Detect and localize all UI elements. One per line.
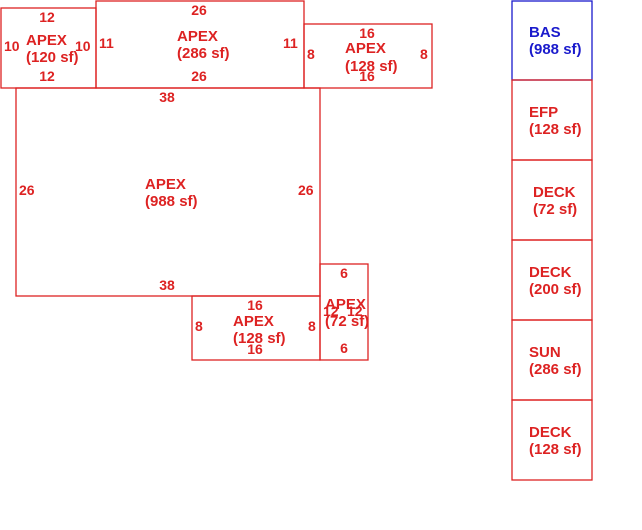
legend-item-sun[interactable]: SUN (286 sf)	[511, 319, 593, 401]
area-name: APEX	[177, 28, 218, 45]
dim-bottom: 12	[39, 68, 55, 84]
legend-item-bas[interactable]: BAS (988 sf)	[511, 0, 593, 81]
dim-left: 8	[195, 318, 203, 334]
dim-bottom: 38	[159, 277, 175, 293]
area-apex-286[interactable]: 26 26 11 11 APEX (286 sf)	[95, 0, 305, 89]
legend-name: DECK	[529, 264, 572, 281]
area-size: (120 sf)	[26, 49, 79, 66]
dim-bottom: 26	[191, 68, 207, 84]
legend-name: SUN	[529, 344, 561, 361]
area-size: (128 sf)	[233, 330, 286, 347]
area-size: (72 sf)	[325, 313, 369, 330]
legend-area: (128 sf)	[529, 441, 582, 458]
legend-item-deck-72[interactable]: DECK (72 sf)	[511, 159, 593, 241]
dim-top: 16	[359, 25, 375, 41]
area-size: (286 sf)	[177, 45, 230, 62]
legend-name: BAS	[529, 24, 561, 41]
dim-left: 11	[99, 35, 114, 51]
dim-left: 26	[19, 182, 35, 198]
dim-right: 8	[308, 318, 316, 334]
legend-box	[511, 399, 593, 481]
area-name: APEX	[26, 32, 67, 49]
dim-top: 38	[159, 89, 175, 105]
dim-right: 26	[298, 182, 314, 198]
dim-right: 8	[420, 46, 428, 62]
legend-item-efp[interactable]: EFP (128 sf)	[511, 79, 593, 161]
legend-name: DECK	[533, 184, 576, 201]
area-outline	[319, 263, 369, 361]
legend-name: DECK	[529, 424, 572, 441]
legend-area: (128 sf)	[529, 121, 582, 138]
dim-bottom: 16	[359, 68, 375, 84]
area-size: (128 sf)	[345, 58, 398, 75]
dim-bottom: 6	[340, 340, 348, 356]
legend-item-deck-200[interactable]: DECK (200 sf)	[511, 239, 593, 321]
legend-area: (988 sf)	[529, 41, 582, 58]
area-apex-72[interactable]: 6 6 12 12 APEX (72 sf)	[319, 263, 369, 361]
area-apex-120[interactable]: 12 12 10 10 APEX (120 sf)	[0, 7, 97, 89]
area-apex-988[interactable]: 38 38 26 26 APEX (988 sf)	[15, 87, 321, 297]
legend-area: (286 sf)	[529, 361, 582, 378]
area-apex-128-top[interactable]: 16 16 8 8 APEX (128 sf)	[303, 23, 433, 89]
area-name: APEX	[233, 313, 274, 330]
area-size: (988 sf)	[145, 193, 198, 210]
dim-right: 11	[283, 35, 298, 51]
dim-top: 6	[340, 265, 348, 281]
area-name: APEX	[345, 40, 386, 57]
dim-top: 26	[191, 2, 207, 18]
legend-area: (200 sf)	[529, 281, 582, 298]
area-outline	[303, 23, 433, 89]
dim-right: 10	[75, 38, 91, 54]
area-name: APEX	[145, 176, 186, 193]
legend-item-deck-128[interactable]: DECK (128 sf)	[511, 399, 593, 481]
dim-left: 8	[307, 46, 315, 62]
area-outline	[15, 87, 321, 297]
area-name: APEX	[325, 296, 366, 313]
dim-left: 10	[4, 38, 20, 54]
legend-area: (72 sf)	[533, 201, 577, 218]
dim-top: 16	[247, 297, 263, 313]
area-apex-128-bottom[interactable]: 16 16 8 8 APEX (128 sf)	[191, 295, 321, 361]
legend-name: EFP	[529, 104, 558, 121]
dim-top: 12	[39, 9, 55, 25]
dim-right: 12	[347, 303, 363, 319]
dim-bottom: 16	[247, 341, 263, 357]
area-legend: BAS (988 sf) EFP (128 sf) DECK (72 sf) D…	[511, 0, 593, 481]
dim-left: 12	[323, 303, 339, 319]
